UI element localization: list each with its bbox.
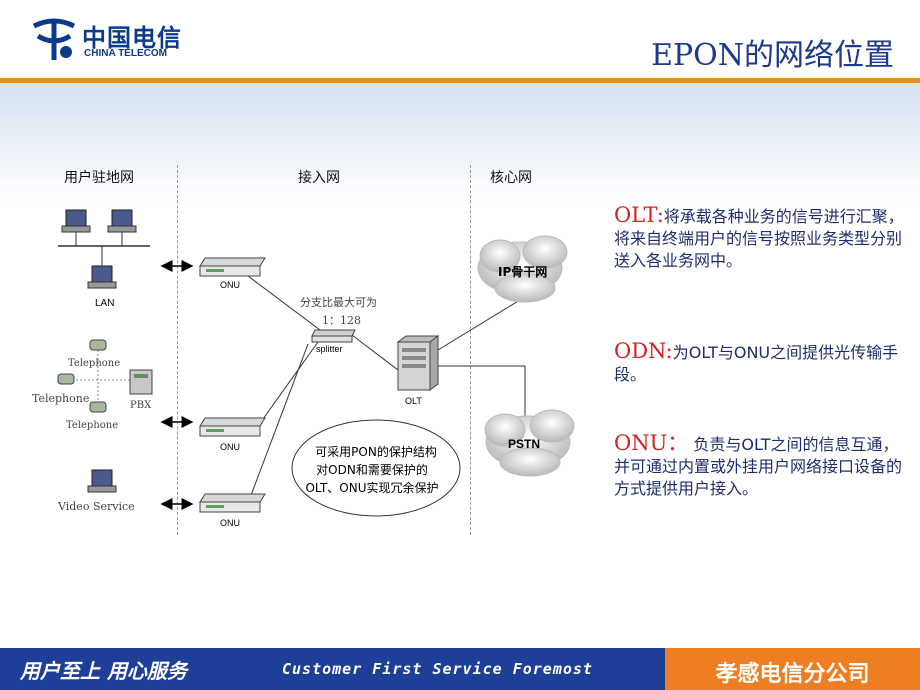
- olt-rack-icon: [396, 335, 440, 391]
- china-telecom-logo: 中国电信 CHINA TELECOM: [28, 16, 198, 64]
- onu-label-3: ONU: [220, 518, 240, 528]
- telephone-icon: [89, 401, 107, 413]
- logo-english-text: CHINA TELECOM: [84, 48, 167, 59]
- zone-divider-1: [177, 165, 178, 535]
- telephone-label-1: Telephone: [68, 358, 120, 369]
- zone-core-network: 核心网: [490, 170, 532, 186]
- split-ratio-label: 分支比最大可为: [300, 295, 377, 309]
- header: 中国电信 CHINA TELECOM EPON的网络位置: [0, 0, 920, 80]
- network-diagram: LAN Telephone Telephone Telephone PBX Vi…: [32, 209, 575, 528]
- footer-company-bar: 孝感电信分公司: [665, 648, 920, 690]
- header-gradient: [0, 83, 920, 203]
- splitter-icon: [311, 329, 356, 343]
- odn-description: ODN:为OLT与ONU之间提供光传输手段。: [614, 340, 904, 386]
- onu-device-icon: [199, 417, 266, 437]
- link-olt-pstn: [438, 365, 526, 420]
- computer-icon: [61, 209, 91, 233]
- onu-key: ONU：: [614, 431, 689, 455]
- odn-text: 为OLT与ONU之间提供光传输手段。: [614, 343, 899, 384]
- computer-icon: [87, 469, 117, 493]
- olt-label: OLT: [405, 396, 422, 406]
- zone-customer-premises: 用户驻地网: [64, 170, 134, 186]
- telephone-label-3: Telephone: [66, 420, 118, 431]
- pstn-label: PSTN: [508, 437, 540, 451]
- ip-backbone-label: IP骨干网: [498, 265, 547, 279]
- odn-key: ODN:: [614, 339, 673, 363]
- fiber-splitter-olt: [351, 334, 399, 371]
- pbx-icon: [129, 369, 153, 395]
- onu-device-icon: [199, 257, 266, 277]
- split-ratio-value: 1：128: [322, 314, 361, 327]
- lan-label: LAN: [95, 298, 114, 309]
- olt-description: OLT:将承载各种业务的信号进行汇聚，将来自终端用户的信号按照业务类型分别送入各…: [614, 204, 904, 272]
- olt-text: 将承载各种业务的信号进行汇聚，将来自终端用户的信号按照业务类型分别送入各业务网中…: [614, 207, 904, 270]
- protection-note-line2: 对ODN和需要保护的: [316, 462, 428, 477]
- fiber-onu3-splitter: [249, 343, 309, 499]
- telephone-icon: [89, 339, 107, 351]
- zone-access-network: 接入网: [298, 170, 340, 186]
- computer-icon: [107, 209, 137, 233]
- pbx-label: PBX: [130, 400, 152, 411]
- telephone-icon: [57, 373, 75, 385]
- onu-label-2: ONU: [220, 442, 240, 452]
- video-service-label: Video Service: [57, 500, 135, 513]
- computer-icon: [87, 265, 117, 289]
- fiber-onu1-splitter: [239, 269, 321, 331]
- protection-note-line3: OLT、ONU实现冗余保护: [305, 480, 438, 495]
- onu-text: 负责与OLT之间的信息互通，并可通过内置或外挂用户网络接口设备的方式提供用户接入…: [614, 435, 903, 498]
- company-name: 孝感电信分公司: [715, 662, 870, 687]
- splitter-label: splitter: [316, 344, 343, 354]
- onu-description: ONU： 负责与OLT之间的信息互通，并可通过内置或外挂用户网络接口设备的方式提…: [614, 432, 904, 500]
- protection-note-line1: 可采用PON的保护结构: [315, 444, 437, 459]
- zone-divider-2: [470, 165, 471, 535]
- slogan-chinese: 用户至上 用心服务: [20, 659, 187, 683]
- telephone-label-2: Telephone: [32, 392, 89, 405]
- onu-device-icon: [199, 493, 266, 513]
- telecom-emblem-icon: [32, 18, 76, 60]
- footer: 用户至上 用心服务 Customer First Service Foremos…: [0, 648, 920, 690]
- slogan-english: Customer First Service Foremost: [282, 660, 593, 678]
- olt-key: OLT:: [614, 203, 664, 227]
- slide-title: EPON的网络位置: [651, 38, 894, 73]
- fiber-onu2-splitter: [257, 341, 319, 427]
- logo-chinese-text: 中国电信: [82, 23, 182, 52]
- pstn-cloud-icon: [484, 409, 575, 477]
- onu-label-1: ONU: [220, 280, 240, 290]
- protection-note-ellipse: [291, 419, 461, 517]
- header-divider: [0, 78, 920, 83]
- link-olt-ip: [437, 299, 521, 351]
- footer-slogan-bar: 用户至上 用心服务 Customer First Service Foremos…: [0, 648, 665, 690]
- ip-backbone-cloud-icon: [477, 235, 568, 303]
